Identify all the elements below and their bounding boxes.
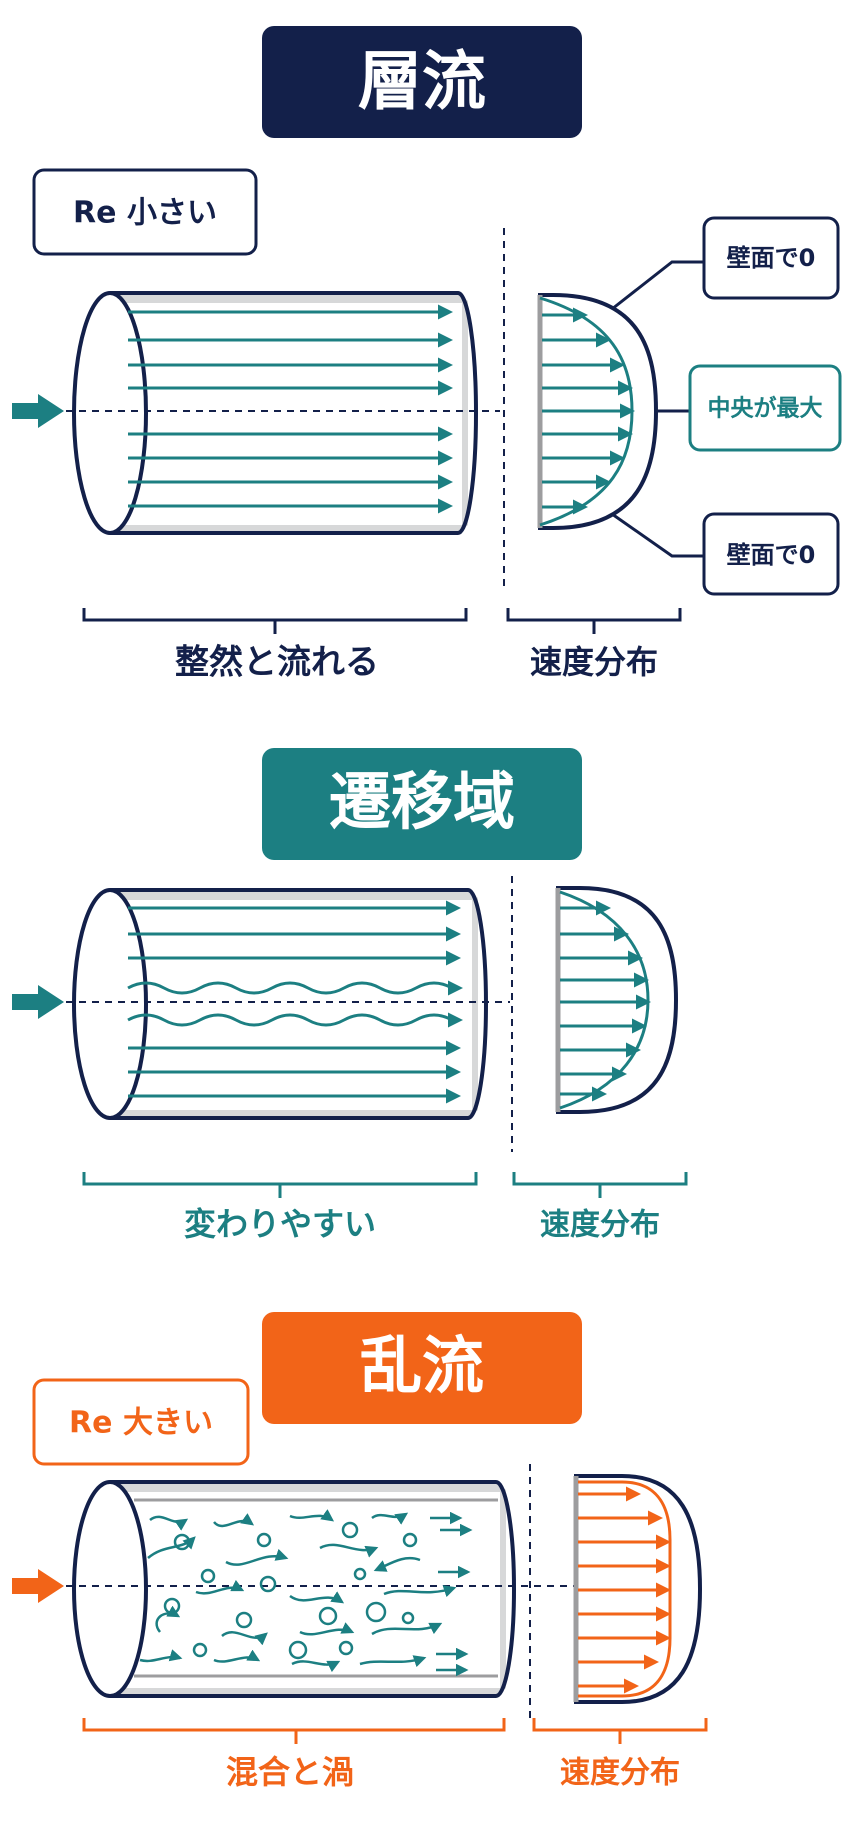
laminar-flow-bracket [82, 608, 468, 634]
laminar-title: 層流 [358, 46, 486, 120]
turbulent-eddies [139, 1509, 473, 1677]
transition-title: 遷移域 [329, 765, 515, 838]
laminar-section: 層流 Re 小さい [12, 26, 842, 683]
re-large-label-box [32, 1378, 250, 1466]
transition-velocity-profile [555, 886, 679, 1114]
callout-wall-bottom: 壁面で0 [727, 541, 816, 569]
laminar-velocity-profile [537, 293, 659, 530]
re-large-label: Re 大きい [69, 1406, 213, 1441]
turbulent-title-box [262, 1312, 582, 1424]
transition-section: 遷移域 [12, 748, 688, 1243]
turbulent-inlet-arrow [12, 1569, 64, 1603]
transition-inlet-arrow [12, 985, 64, 1019]
turbulent-profile-caption: 速度分布 [560, 1756, 680, 1791]
transition-title-box [262, 748, 582, 860]
turbulent-flow-bracket [82, 1718, 506, 1744]
laminar-inlet-arrow [12, 394, 64, 428]
callout-center-box [688, 364, 842, 452]
laminar-flow-caption: 整然と流れる [175, 643, 379, 683]
re-small-label: Re 小さい [73, 196, 217, 231]
turbulent-flow-caption: 混合と渦 [226, 1753, 354, 1791]
turbulent-section: 乱流 Re 大きい [12, 1312, 708, 1791]
laminar-streamlines [128, 304, 453, 514]
transition-flow-bracket [82, 1172, 478, 1198]
transition-profile-caption: 速度分布 [540, 1208, 660, 1243]
transition-flow-caption: 変わりやすい [184, 1205, 376, 1243]
laminar-pipe [72, 291, 478, 535]
re-small-label-box [32, 168, 258, 256]
transition-streamlines [127, 900, 463, 1104]
callout-leaders [611, 260, 703, 558]
laminar-profile-bracket [506, 608, 682, 634]
callout-wall-top: 壁面で0 [727, 244, 816, 272]
transition-profile-bracket [512, 1172, 688, 1198]
transition-pipe [72, 888, 488, 1120]
turbulent-profile-bracket [532, 1718, 708, 1744]
turbulent-title: 乱流 [360, 1329, 484, 1402]
laminar-profile-caption: 速度分布 [530, 643, 658, 681]
callout-wall-top-box [702, 216, 840, 300]
laminar-title-box [262, 26, 582, 138]
turbulent-velocity-profile [573, 1474, 703, 1704]
callout-center: 中央が最大 [708, 395, 823, 422]
callout-wall-bottom-box [702, 512, 840, 596]
